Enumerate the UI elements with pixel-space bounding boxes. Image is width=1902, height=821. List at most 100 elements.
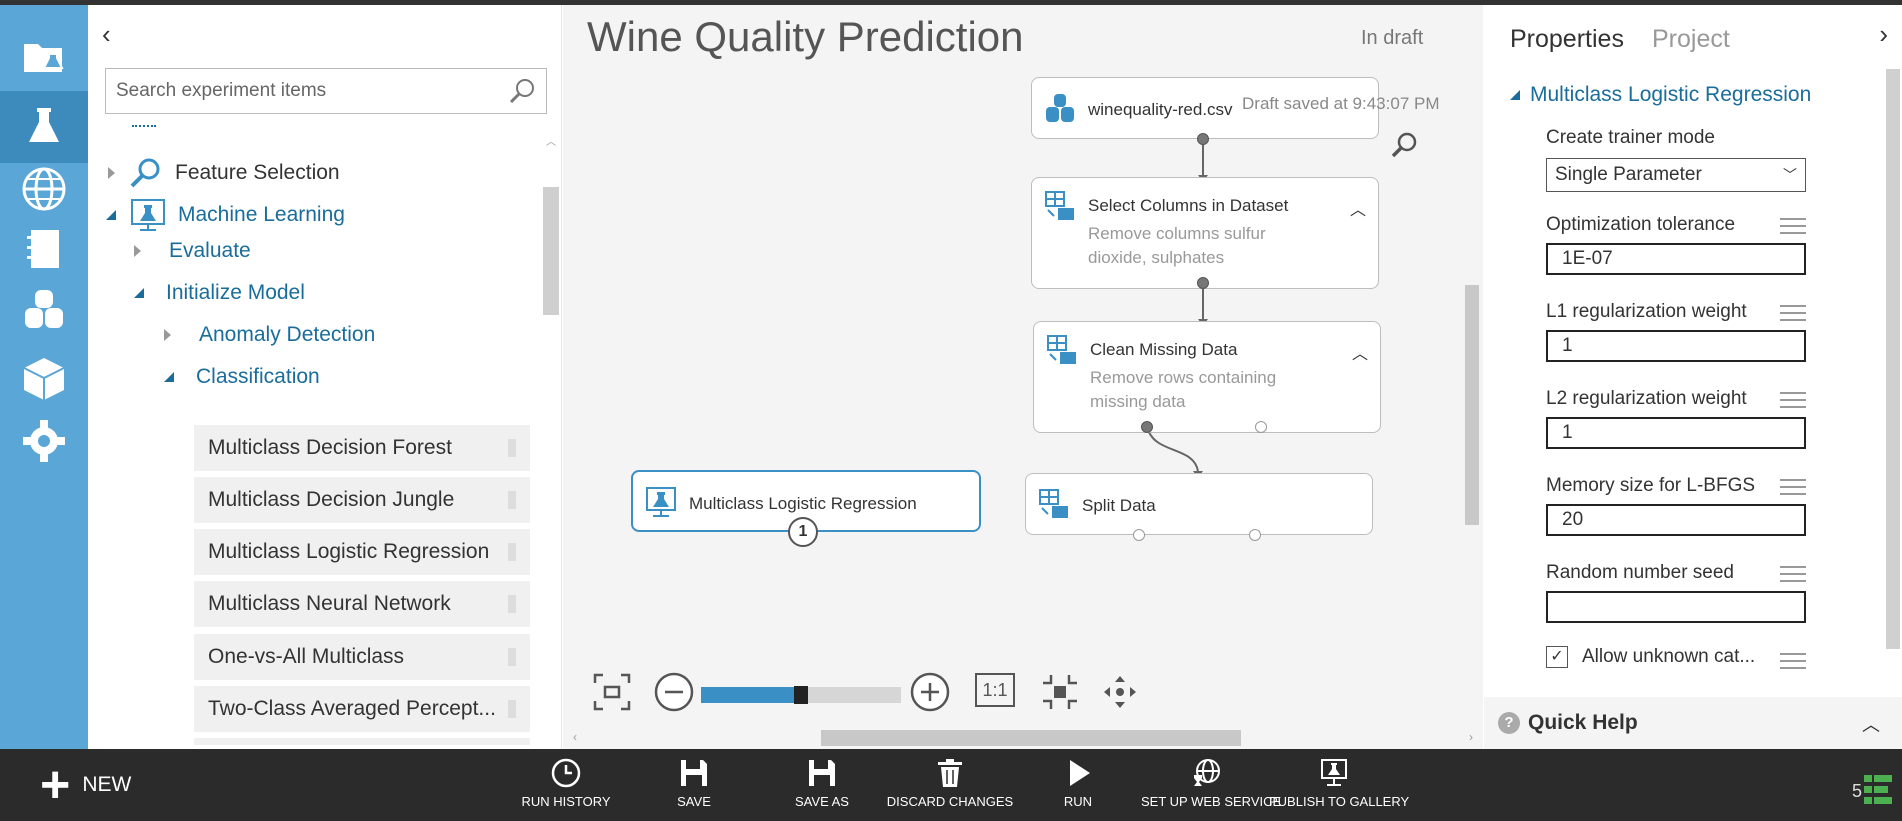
tree-item-classification[interactable]: Classification (164, 365, 320, 389)
new-button[interactable]: + NEW (40, 759, 131, 811)
output-port[interactable] (1255, 421, 1267, 433)
clean-missing-data-node[interactable]: Clean Missing Data Remove rows containin… (1033, 321, 1381, 433)
canvas-search-icon[interactable] (1389, 130, 1419, 160)
param-menu-icon[interactable] (1780, 566, 1806, 582)
run-history-button[interactable]: RUN HISTORY (501, 757, 631, 819)
tab-properties[interactable]: Properties (1510, 25, 1624, 53)
tree-item-feature-selection[interactable]: Feature Selection (108, 155, 340, 191)
param-menu-icon[interactable] (1780, 392, 1806, 408)
module-item[interactable]: Multiclass Logistic Regression (194, 529, 530, 575)
allow-unknown-checkbox[interactable]: ✓ (1546, 646, 1568, 668)
scroll-left-icon[interactable]: ‹ (573, 730, 577, 744)
collapse-caret-icon[interactable]: ︿ (1349, 202, 1366, 219)
collapse-arrow-icon[interactable] (1510, 90, 1520, 100)
memory-size-input[interactable]: 20 (1546, 504, 1806, 536)
optimization-tolerance-input[interactable]: 1E-07 (1546, 243, 1806, 275)
properties-section-header[interactable]: Multiclass Logistic Regression (1510, 83, 1811, 107)
l2-weight-input[interactable]: 1 (1546, 417, 1806, 449)
output-port[interactable] (1133, 529, 1145, 541)
tree-item-machine-learning[interactable]: Machine Learning (106, 198, 345, 232)
scroll-thumb[interactable] (1886, 69, 1900, 649)
tab-project[interactable]: Project (1652, 25, 1730, 53)
publish-to-gallery-button[interactable]: PUBLISH TO GALLERY (1269, 757, 1409, 819)
web-services-icon[interactable] (0, 153, 88, 225)
zoom-out-icon[interactable] (653, 671, 695, 713)
actual-size-button[interactable]: 1:1 (975, 673, 1015, 707)
experiment-title[interactable]: Wine Quality Prediction (587, 13, 1024, 60)
settings-gear-icon[interactable] (0, 405, 88, 477)
collapse-arrow-icon[interactable] (106, 210, 116, 220)
drag-grip-icon[interactable] (508, 700, 516, 718)
datasets-icon[interactable] (0, 273, 88, 345)
experiment-canvas[interactable]: Wine Quality Prediction In draft winequa… (563, 5, 1483, 749)
save-button[interactable]: SAVE (629, 757, 759, 819)
module-item[interactable]: Multiclass Decision Jungle (194, 477, 530, 523)
dataset-node[interactable]: winequality-red.csv (1031, 77, 1379, 139)
random-seed-input[interactable] (1546, 591, 1806, 623)
zoom-slider[interactable] (701, 686, 901, 704)
collapse-caret-icon[interactable]: ︿ (1351, 346, 1368, 363)
drag-grip-icon[interactable] (508, 439, 516, 457)
scroll-thumb[interactable] (1465, 285, 1479, 525)
output-port[interactable] (1249, 529, 1261, 541)
scroll-thumb[interactable] (821, 730, 1241, 746)
param-menu-icon[interactable] (1780, 479, 1806, 495)
module-item[interactable]: Multiclass Neural Network (194, 581, 530, 627)
scroll-thumb[interactable] (543, 187, 559, 315)
trainer-mode-select[interactable]: Single Parameter ﹀ (1546, 158, 1806, 192)
param-menu-icon[interactable] (1780, 305, 1806, 321)
output-port-badge[interactable]: 1 (788, 517, 818, 547)
module-item[interactable]: One-vs-All Multiclass (194, 634, 530, 680)
quick-help-bar[interactable]: ? Quick Help ︿ (1484, 697, 1902, 749)
tree-item-anomaly-detection[interactable]: Anomaly Detection (164, 323, 375, 347)
expand-arrow-icon[interactable] (134, 245, 141, 257)
experiments-icon[interactable] (0, 91, 88, 163)
expand-arrow-icon[interactable] (164, 329, 171, 341)
select-columns-node[interactable]: Select Columns in Dataset Remove columns… (1031, 177, 1379, 289)
param-menu-icon[interactable] (1780, 218, 1806, 234)
save-as-button[interactable]: SAVE AS (757, 757, 887, 819)
scroll-up-icon[interactable]: ︿ (546, 137, 556, 148)
zoom-in-icon[interactable] (909, 671, 951, 713)
zoom-to-selection-icon[interactable] (1039, 671, 1081, 713)
notifications-stack-icon[interactable] (1864, 773, 1894, 805)
tree-item-evaluate[interactable]: Evaluate (134, 239, 251, 263)
fit-to-screen-icon[interactable] (591, 671, 633, 713)
set-up-web-service-button[interactable]: SET UP WEB SERVICE (1141, 757, 1281, 819)
zoom-slider-knob[interactable] (794, 686, 808, 704)
drag-grip-icon[interactable] (508, 595, 516, 613)
notebooks-icon[interactable] (0, 213, 88, 285)
output-port[interactable] (1197, 277, 1209, 289)
split-data-node[interactable]: Split Data (1025, 473, 1373, 535)
tree-item-initialize-model[interactable]: Initialize Model (134, 281, 305, 305)
expand-caret-icon[interactable]: ︿ (1862, 715, 1880, 735)
projects-icon[interactable] (0, 21, 88, 93)
module-item[interactable] (194, 738, 530, 745)
search-input[interactable] (106, 69, 486, 113)
output-port[interactable] (1141, 421, 1153, 433)
collapse-palette-chevron-icon[interactable]: ‹ (102, 19, 111, 49)
properties-scrollbar[interactable] (1884, 55, 1900, 695)
palette-scrollbar[interactable]: ︿ (543, 127, 559, 747)
trained-models-icon[interactable] (0, 343, 88, 415)
canvas-horizontal-scrollbar[interactable]: ‹ › (573, 730, 1473, 746)
pan-icon[interactable] (1099, 671, 1141, 713)
search-icon[interactable] (508, 77, 536, 105)
canvas-vertical-scrollbar[interactable] (1463, 75, 1479, 725)
drag-grip-icon[interactable] (508, 491, 516, 509)
l1-weight-input[interactable]: 1 (1546, 330, 1806, 362)
drag-grip-icon[interactable] (508, 543, 516, 561)
multiclass-logistic-regression-node[interactable]: Multiclass Logistic Regression (631, 470, 981, 532)
collapse-panel-chevron-icon[interactable]: › (1879, 19, 1888, 49)
scroll-right-icon[interactable]: › (1469, 730, 1473, 744)
module-item[interactable]: Two-Class Averaged Percept... (194, 686, 530, 732)
drag-grip-icon[interactable] (508, 648, 516, 666)
expand-arrow-icon[interactable] (108, 167, 115, 179)
collapse-arrow-icon[interactable] (134, 288, 144, 298)
param-menu-icon[interactable] (1780, 653, 1806, 669)
collapse-arrow-icon[interactable] (164, 372, 174, 382)
discard-changes-button[interactable]: DISCARD CHANGES (885, 757, 1015, 819)
module-item[interactable]: Multiclass Decision Forest (194, 425, 530, 471)
output-port[interactable] (1197, 133, 1209, 145)
run-button[interactable]: RUN (1013, 757, 1143, 819)
